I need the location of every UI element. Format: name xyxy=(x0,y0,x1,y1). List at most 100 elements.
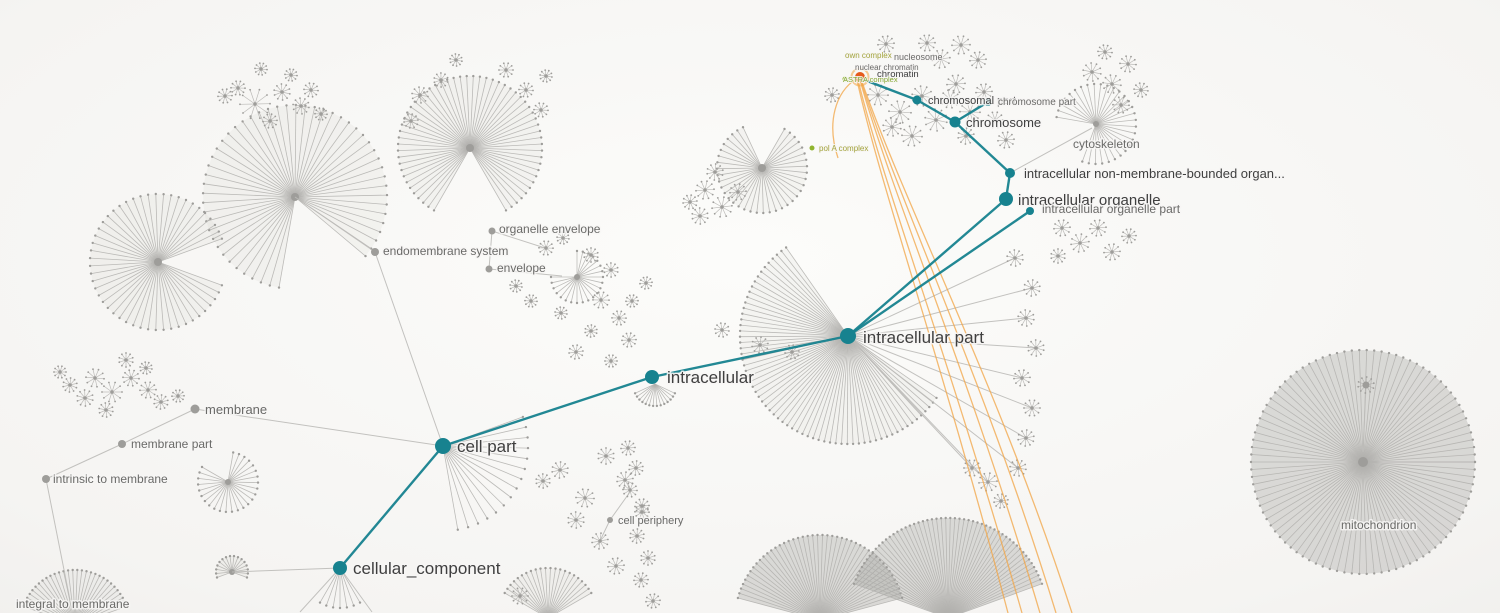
burst-tip-dot xyxy=(217,95,219,98)
fan-tip-dot xyxy=(1380,350,1383,353)
graph-node-intracellular-organelle-part[interactable] xyxy=(1026,207,1034,215)
fan-spoke xyxy=(80,575,100,613)
node-label[interactable]: chromatin xyxy=(876,68,920,81)
burst-tip-dot xyxy=(713,188,715,191)
node-label[interactable]: intracellular part xyxy=(862,327,986,349)
burst-tip-dot xyxy=(932,37,935,39)
cluster-burst xyxy=(591,532,609,550)
fan-center-dot xyxy=(758,164,766,172)
burst-tip-dot xyxy=(324,116,327,119)
burst-tip-dot xyxy=(131,384,134,387)
burst-tip-dot xyxy=(163,407,166,409)
graph-node-intracellular-non-membrane-bounded-organelle[interactable] xyxy=(1005,168,1015,178)
graph-node-cellular-component[interactable] xyxy=(333,561,347,575)
fan-tip-dot xyxy=(1250,445,1254,449)
burst-tip-dot xyxy=(521,602,524,605)
burst-tip-dot xyxy=(292,68,295,71)
fan-spoke xyxy=(745,335,849,372)
node-label[interactable]: chromosome xyxy=(965,114,1043,132)
fan-tip-dot xyxy=(795,195,799,198)
fan-spoke xyxy=(466,76,471,149)
burst-tip-dot xyxy=(166,403,169,406)
burst-tip-dot xyxy=(636,528,639,530)
fan-spoke xyxy=(759,559,814,613)
graph-node-intrinsic-to-membrane[interactable] xyxy=(42,475,50,483)
burst-tip-dot xyxy=(142,372,145,375)
cluster-burst xyxy=(292,97,310,115)
fan-tip-dot xyxy=(550,281,553,284)
burst-tip-dot xyxy=(995,505,997,507)
burst-tip-dot xyxy=(1107,91,1109,93)
node-label[interactable]: cellular_component xyxy=(352,558,503,580)
graph-node-cell-part[interactable] xyxy=(435,438,451,454)
burst-center-dot xyxy=(976,58,980,62)
burst-tip-dot xyxy=(830,101,832,103)
fan-spoke xyxy=(1284,381,1364,463)
fan-spoke xyxy=(540,568,548,613)
graph-node-chromosome[interactable] xyxy=(949,116,961,128)
fan-spoke xyxy=(276,106,296,198)
graph-node-intracellular-part[interactable] xyxy=(840,328,856,344)
burst-tip-dot xyxy=(918,42,920,45)
graph-node-chromatin[interactable] xyxy=(855,72,865,82)
graph-edge xyxy=(299,567,341,613)
burst-tip-dot xyxy=(538,102,541,105)
burst-tip-dot xyxy=(542,487,545,489)
fan-sector xyxy=(854,518,1042,613)
burst-tip-dot xyxy=(53,371,55,373)
fan-spoke xyxy=(403,147,471,177)
node-label[interactable]: intracellular non-membrane-bounded organ… xyxy=(1023,165,1287,183)
graph-node-envelope[interactable] xyxy=(485,265,493,273)
graph-node-intracellular-organelle[interactable] xyxy=(999,192,1013,206)
fan-spoke xyxy=(1358,461,1364,574)
burst-tip-dot xyxy=(691,212,694,215)
fan-tip-dot xyxy=(215,568,218,571)
fan-spoke xyxy=(107,215,159,263)
graph-node-chromosome-part[interactable] xyxy=(984,98,992,106)
fan-spoke xyxy=(442,445,529,449)
graph-node-endomembrane-system[interactable] xyxy=(371,248,379,256)
burst-tip-dot xyxy=(584,327,587,330)
burst-tip-dot xyxy=(610,276,612,278)
burst-tip-dot xyxy=(628,464,631,467)
burst-center-dot xyxy=(720,328,724,332)
burst-tip-dot xyxy=(633,450,635,453)
graph-node-membrane[interactable] xyxy=(190,404,200,414)
node-label[interactable]: intracellular xyxy=(666,367,756,389)
cluster-burst xyxy=(1103,243,1121,261)
cluster-burst xyxy=(597,447,615,465)
fan-tip-dot xyxy=(112,209,115,212)
cluster-burst xyxy=(498,62,514,78)
fan-tip-dot xyxy=(1464,504,1468,507)
fan-spoke xyxy=(469,112,533,149)
fan-tip-dot xyxy=(776,417,780,420)
graph-node-cell-periphery[interactable] xyxy=(607,517,613,523)
burst-center-dot xyxy=(289,73,293,77)
node-label[interactable]: intracellular organelle xyxy=(1017,191,1163,211)
fan-spoke xyxy=(228,133,296,198)
fan-tip-dot xyxy=(1249,460,1253,464)
fan-tip-dot xyxy=(1261,511,1265,514)
burst-tip-dot xyxy=(175,400,178,403)
graph-node-pol-complex[interactable] xyxy=(809,145,815,151)
graph-node-organelle-envelope[interactable] xyxy=(488,227,496,235)
graph-node-chromosomal-part[interactable] xyxy=(912,95,922,105)
graph-node-astra-complex[interactable] xyxy=(842,76,848,82)
burst-tip-dot xyxy=(315,116,317,119)
fan-tip-dot xyxy=(109,582,113,585)
burst-center-dot xyxy=(640,504,644,508)
node-label[interactable]: chromosomal part xyxy=(927,94,1018,109)
graph-node-mitochondrion-top[interactable] xyxy=(1362,381,1370,389)
graph-node-membrane-part[interactable] xyxy=(118,440,126,448)
node-label[interactable]: cell part xyxy=(456,436,519,458)
fan-tip-dot xyxy=(523,467,526,471)
burst-tip-dot xyxy=(403,121,405,123)
fan-spoke xyxy=(203,183,296,198)
burst-tip-dot xyxy=(1018,250,1020,253)
burst-tip-dot xyxy=(616,310,618,313)
burst-tip-dot xyxy=(957,74,960,77)
graph-node-intracellular[interactable] xyxy=(645,370,659,384)
fan-tip-dot xyxy=(202,182,206,185)
burst-center-dot xyxy=(1110,250,1114,254)
